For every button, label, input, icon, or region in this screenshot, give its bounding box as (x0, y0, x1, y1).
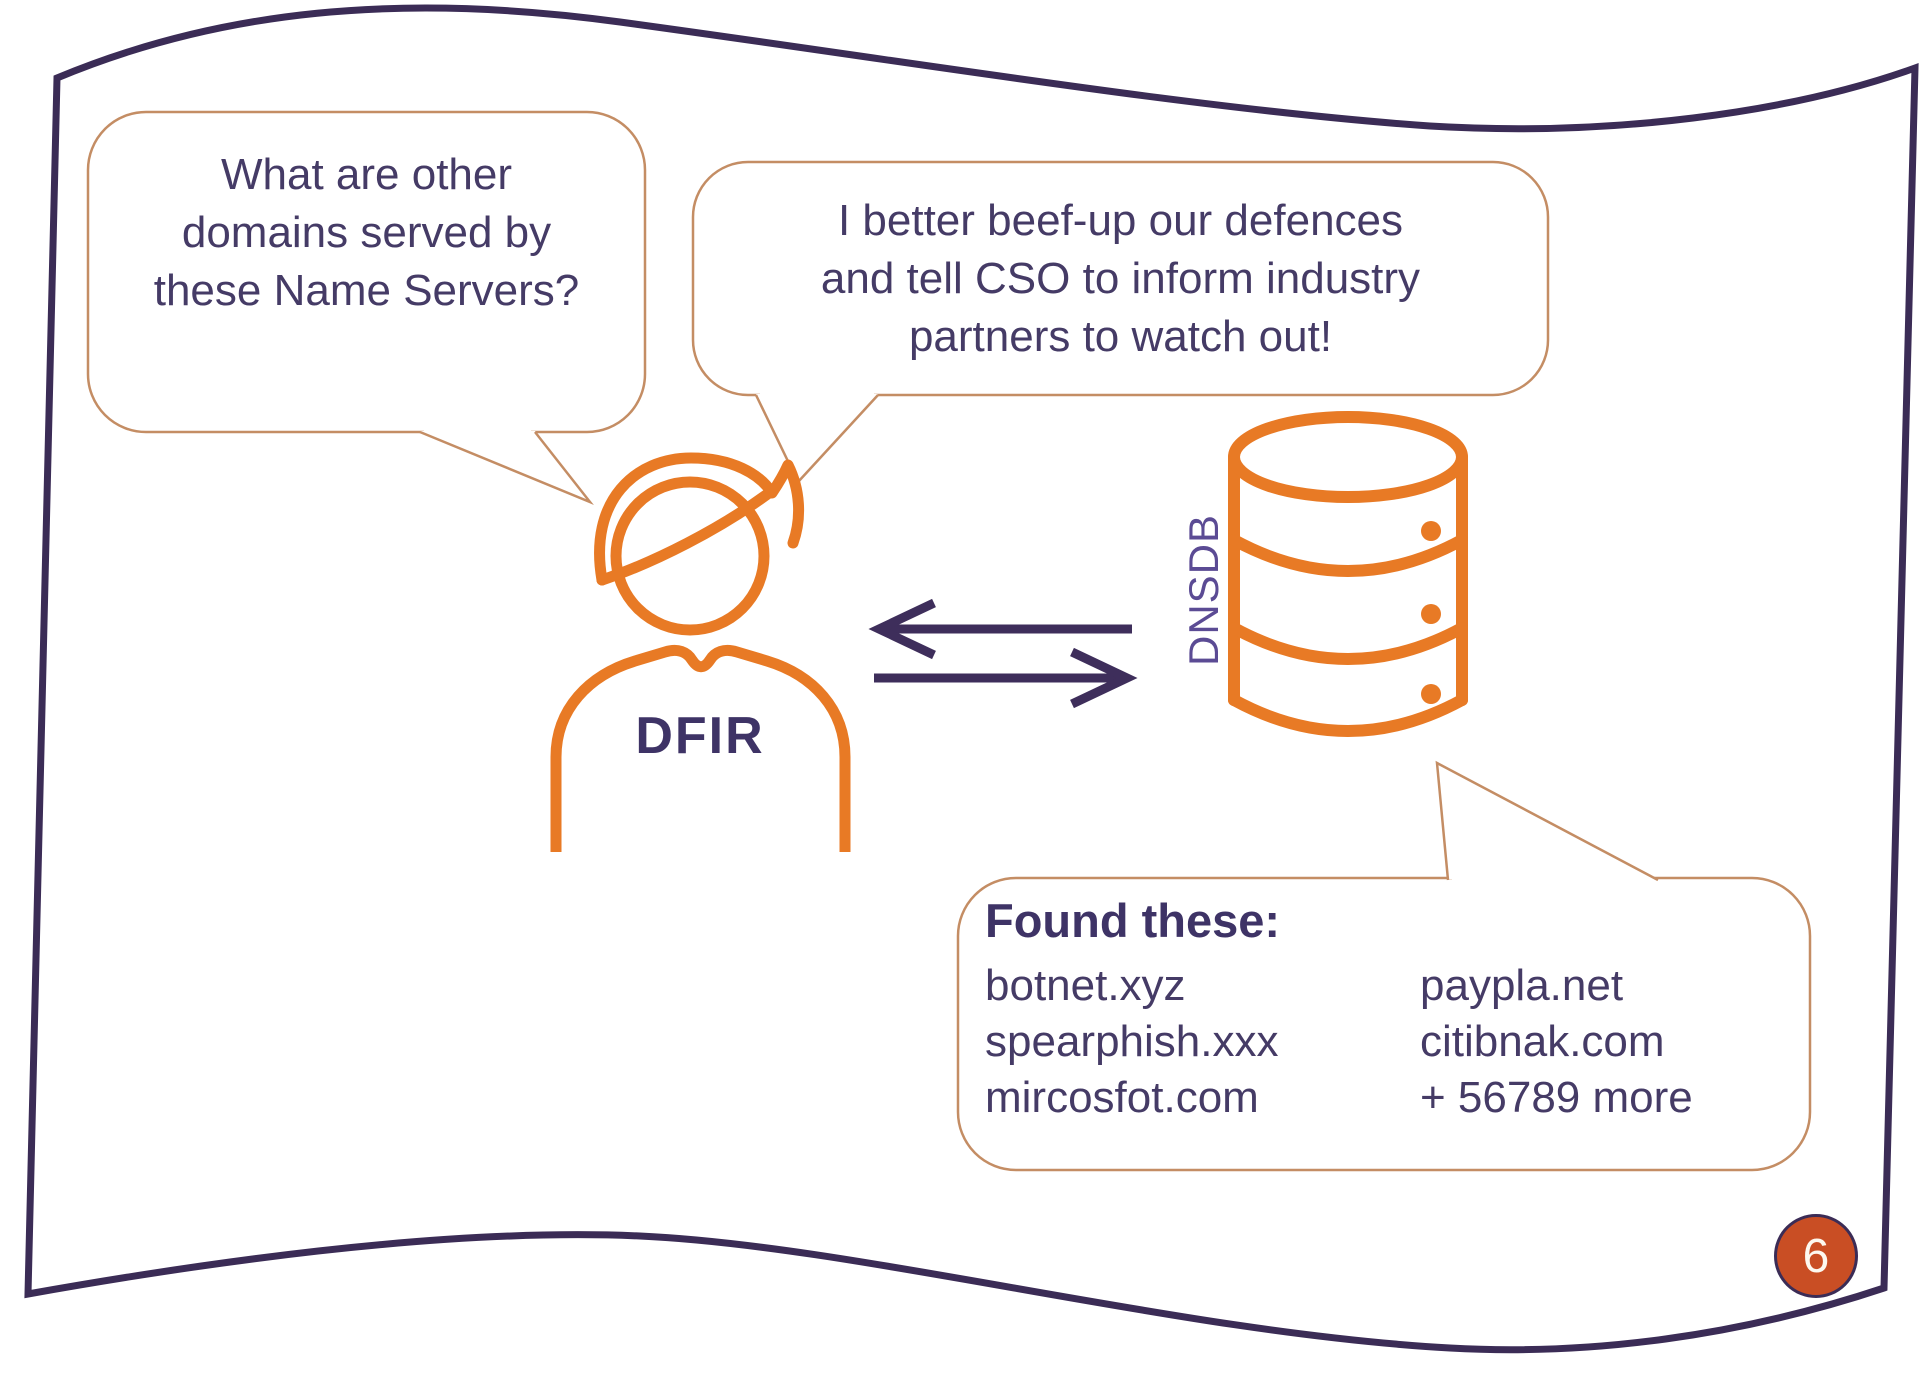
query-arrow-right-icon (874, 647, 1138, 709)
domain-more-count: + 56789 more (1420, 1073, 1693, 1122)
found-bubble-title: Found these: (985, 894, 1281, 947)
domain-item: spearphish.xxx (985, 1017, 1279, 1066)
database-label: DNSDB (1180, 513, 1227, 667)
question-bubble-shape (86, 110, 647, 505)
page-number-badge: 6 (1774, 1214, 1858, 1298)
found-domains-right-column: paypla.net citibnak.com + 56789 more (1420, 958, 1693, 1126)
response-bubble: I better beef-up our defences and tell C… (693, 162, 1548, 395)
found-bubble-shape (956, 760, 1812, 1172)
database-icon (1228, 411, 1468, 737)
person-icon (550, 452, 851, 852)
domain-item: botnet.xyz (985, 961, 1186, 1010)
response-arrow-left-icon (868, 598, 1132, 660)
question-line-1: What are other (220, 150, 513, 199)
question-bubble: What are other domains served by these N… (88, 112, 645, 432)
domain-item: citibnak.com (1420, 1017, 1665, 1066)
domain-item: paypla.net (1420, 961, 1624, 1010)
actor-label: DFIR (635, 707, 765, 765)
response-line-2: and tell CSO to inform industry (820, 253, 1421, 303)
response-line-1: I better beef-up our defences (837, 195, 1404, 245)
response-line-3: partners to watch out! (908, 311, 1333, 361)
question-line-3: these Name Servers? (153, 266, 580, 315)
wavy-border (24, 4, 1919, 1354)
question-line-2: domains served by (181, 208, 552, 257)
found-domains-left-column: botnet.xyz spearphish.xxx mircosfot.com (985, 958, 1278, 1126)
page-number: 6 (1802, 1229, 1830, 1283)
domain-item: mircosfot.com (985, 1073, 1259, 1122)
response-bubble-shape (691, 160, 1550, 485)
